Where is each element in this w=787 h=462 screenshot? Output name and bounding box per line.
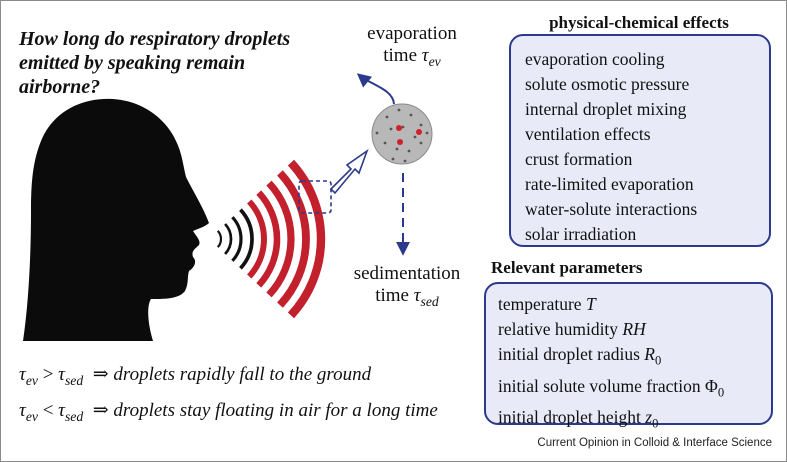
parameter-text: initial droplet height — [498, 407, 646, 427]
solute-dot — [375, 131, 379, 135]
tau-symbol: τ — [58, 364, 65, 385]
speech-waves — [216, 159, 326, 319]
droplet — [371, 103, 433, 165]
solute-particle-red — [397, 139, 403, 145]
tau-symbol: τ — [413, 285, 421, 306]
parameter-subscript: 0 — [652, 416, 659, 431]
solute-dot — [409, 113, 413, 117]
solute-dot — [419, 123, 423, 127]
parameter-item: initial droplet radius R0 — [498, 342, 759, 374]
sedimentation-time-label: sedimentation time τsed — [343, 263, 471, 313]
evaporation-word: evaporation — [367, 23, 457, 44]
solute-dot — [391, 157, 395, 161]
effect-item: evaporation cooling — [525, 49, 665, 69]
evaporation-time-label: evaporation time τev — [353, 23, 471, 73]
solute-particle-red — [416, 129, 422, 135]
solute-dot — [401, 125, 405, 129]
question-text: How long do respiratory droplets emitted… — [19, 28, 291, 98]
time-word: time — [375, 285, 409, 306]
solute-dot — [395, 147, 399, 151]
tau-subscript: sed — [64, 372, 84, 388]
parameter-symbol: RH — [622, 319, 646, 339]
solute-dot — [403, 159, 407, 163]
wave-arc — [239, 208, 254, 270]
effect-item: rate-limited evaporation — [525, 174, 694, 194]
parameter-symbol: T — [585, 294, 596, 314]
parameter-item: initial droplet height z0 — [498, 405, 759, 437]
effect-item: crust formation — [525, 149, 633, 169]
parameter-item: temperature T — [498, 292, 759, 317]
tau-subscript: sed — [420, 293, 439, 309]
tau-subscript: sed — [64, 408, 84, 424]
parameter-subscript: 0 — [655, 353, 662, 368]
journal-credit: Current Opinion in Colloid & Interface S… — [537, 437, 772, 449]
parameters-box: temperature T relative humidity RH initi… — [484, 282, 773, 431]
droplet-selection-box — [298, 180, 332, 214]
parameter-subscript: 0 — [717, 385, 725, 399]
parameter-text: initial droplet radius — [498, 344, 645, 364]
solute-dot — [419, 141, 423, 145]
effects-box: evaporation cooling solute osmotic press… — [509, 34, 771, 247]
parameter-text: temperature — [498, 294, 586, 314]
comparison-operator: > — [42, 364, 54, 385]
wave-arc — [231, 216, 243, 262]
parameters-title: Relevant parameters — [491, 258, 643, 277]
sedimentation-word: sedimentation — [353, 263, 461, 284]
tau-symbol: τ — [58, 400, 65, 421]
wave-arc — [277, 170, 310, 308]
tau-subscript: ev — [25, 408, 38, 424]
effects-title: physical-chemical effects — [549, 13, 729, 32]
wave-arc — [216, 230, 223, 248]
parameter-text: relative humidity — [498, 319, 623, 339]
effect-item: solar irradiation — [525, 224, 637, 244]
result-text: droplets stay floating in air for a long… — [113, 400, 438, 421]
wave-arc — [266, 180, 295, 298]
solute-particles — [375, 108, 429, 163]
tau-subscript: ev — [428, 53, 441, 69]
solute-dot — [397, 108, 401, 112]
head-silhouette — [23, 98, 209, 341]
solute-dot — [407, 149, 411, 153]
solute-dot — [425, 131, 429, 135]
parameter-symbol: R — [644, 344, 655, 364]
solute-dot — [385, 115, 389, 119]
zoom-arrow — [329, 148, 369, 195]
solute-dot — [413, 135, 417, 139]
parameter-symbol: z — [645, 407, 653, 427]
wave-arc — [246, 199, 267, 279]
parameter-text: initial solute volume fraction — [498, 375, 706, 396]
result-row-fall: τev > τsed ⇒ droplets rapidly fall to th… — [19, 363, 371, 389]
tau-symbol: τ — [421, 45, 429, 66]
wave-arc — [256, 190, 281, 288]
comparison-operator: < — [42, 400, 54, 421]
time-word: time — [383, 45, 418, 66]
tau-symbol: τ — [19, 400, 26, 421]
tau-subscript: ev — [25, 372, 38, 388]
implies-arrow-icon: ⇒ — [92, 364, 109, 385]
wave-arc — [224, 223, 233, 255]
effect-item: ventilation effects — [525, 124, 651, 144]
parameter-item: initial solute volume fraction Φ0 — [498, 374, 759, 406]
evaporation-arrow — [356, 73, 395, 105]
tau-symbol: τ — [19, 364, 26, 385]
effect-item: solute osmotic pressure — [525, 74, 690, 94]
parameter-symbol: Φ — [705, 375, 718, 396]
parameter-item: relative humidity RH — [498, 317, 759, 342]
result-text: droplets rapidly fall to the ground — [113, 364, 372, 385]
result-row-float: τev < τsed ⇒ droplets stay floating in a… — [19, 399, 438, 425]
solute-dot — [389, 127, 393, 131]
effect-item: internal droplet mixing — [525, 99, 687, 119]
effect-item: water-solute interactions — [525, 199, 698, 219]
solute-particle-red — [396, 125, 402, 131]
implies-arrow-icon: ⇒ — [92, 400, 109, 421]
solute-dot — [383, 141, 387, 145]
